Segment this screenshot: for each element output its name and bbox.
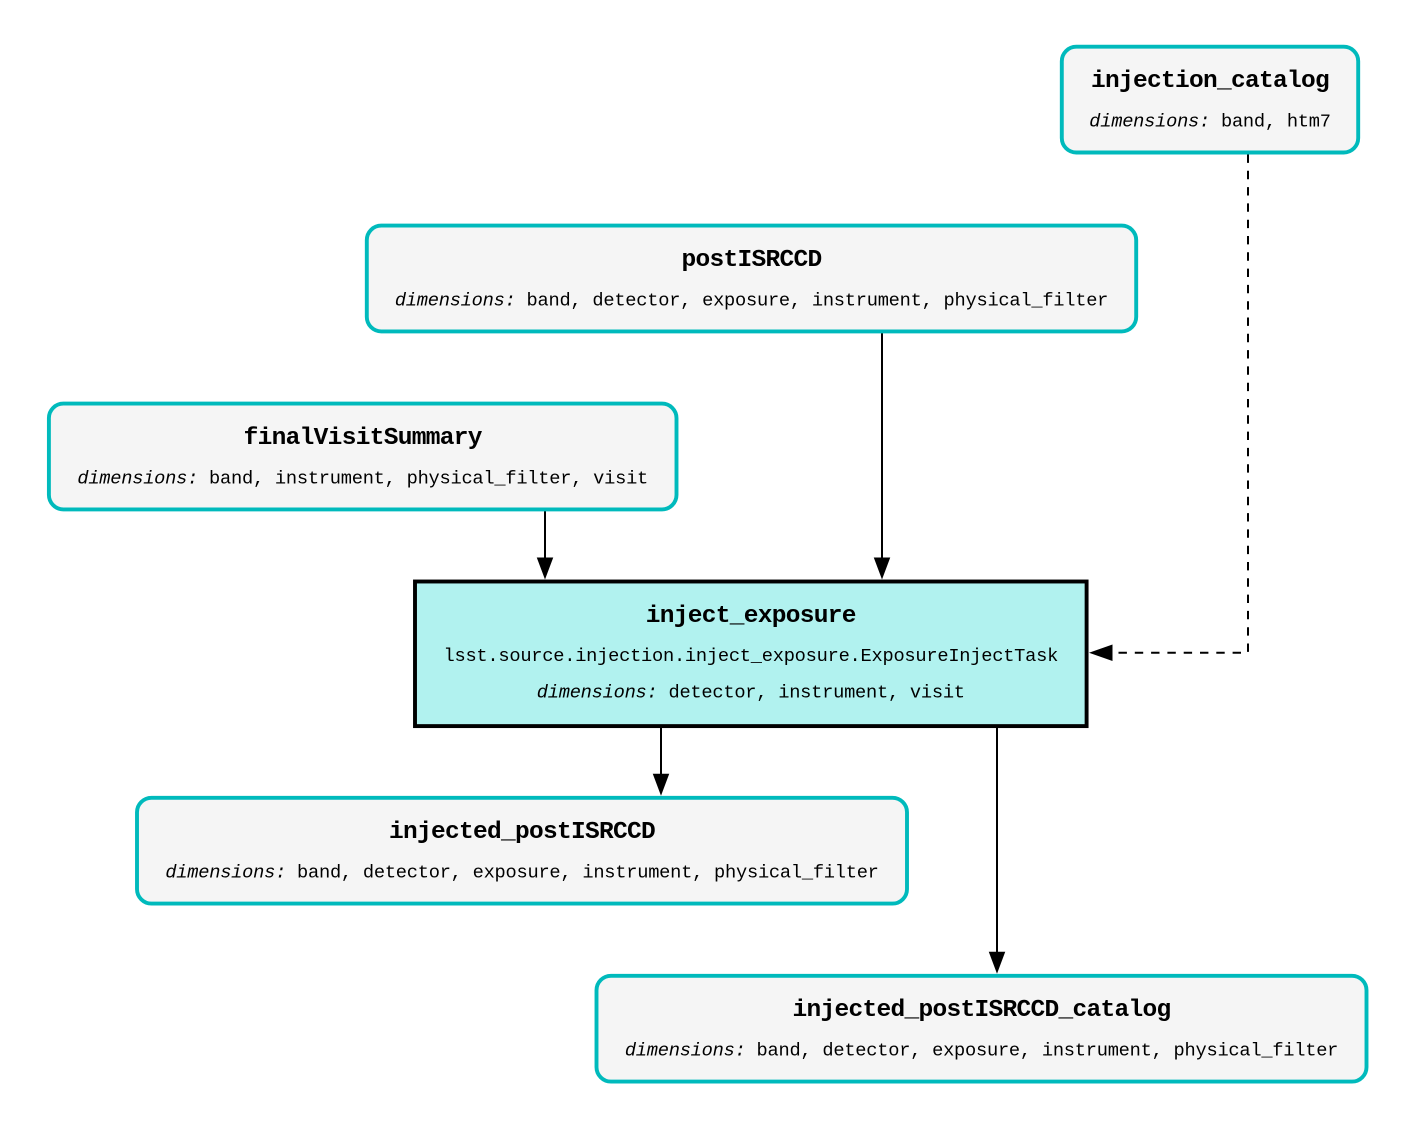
svg-text:dimensions: band, detector, ex: dimensions: band, detector, exposure, in… (395, 289, 1108, 311)
svg-text:dimensions: band, detector, ex: dimensions: band, detector, exposure, in… (165, 862, 878, 884)
svg-text:dimensions: band, instrument,: dimensions: band, instrument, physical_f… (77, 467, 648, 489)
svg-text:dimensions: detector, instrume: dimensions: detector, instrument, visit (537, 682, 965, 704)
svg-text:injected_postISRCCD: injected_postISRCCD (389, 819, 655, 846)
svg-text:injection_catalog: injection_catalog (1091, 68, 1329, 95)
svg-text:inject_exposure: inject_exposure (646, 603, 856, 630)
svg-text:injected_postISRCCD_catalog: injected_postISRCCD_catalog (792, 997, 1170, 1024)
svg-text:dimensions: band, htm7: dimensions: band, htm7 (1089, 111, 1330, 133)
svg-text:lsst.source.injection.inject_e: lsst.source.injection.inject_exposure.Ex… (444, 645, 1059, 667)
svg-text:postISRCCD: postISRCCD (681, 247, 821, 274)
svg-text:dimensions: band, detector, ex: dimensions: band, detector, exposure, in… (625, 1040, 1338, 1062)
svg-text:finalVisitSummary: finalVisitSummary (244, 425, 483, 452)
